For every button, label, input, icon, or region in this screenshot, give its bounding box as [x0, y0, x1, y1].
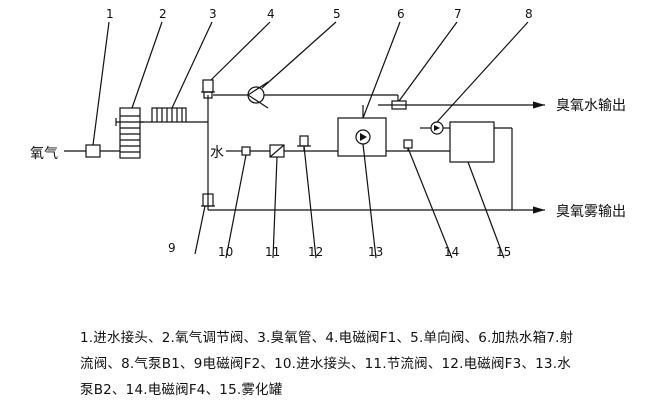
water-pump-b2 [355, 129, 371, 145]
num-1: 1 [106, 7, 114, 21]
water-inlet-connector [241, 146, 251, 156]
throttle-valve [269, 144, 285, 158]
num-14: 14 [444, 245, 459, 259]
atomizing-tank [449, 121, 495, 163]
component-legend: 1.进水接头、2.氧气调节阀、3.臭氧管、4.电磁阀F1、5.单向阀、6.加热水… [80, 325, 620, 403]
num-11: 11 [265, 245, 280, 259]
air-pump-b1 [430, 121, 444, 135]
legend-line-3: 泵B2、14.电磁阀F4、15.雾化罐 [80, 382, 283, 398]
num-2: 2 [159, 7, 167, 21]
solenoid-valve-f1 [201, 79, 215, 99]
legend-line-2: 流阀、8.气泵B1、9电磁阀F2、10.进水接头、11.节流阀、12.电磁阀F3… [80, 356, 571, 372]
num-9: 9 [168, 241, 176, 255]
heated-water-tank [337, 117, 387, 157]
ozone-tube [151, 107, 187, 123]
water-label: 水 [210, 145, 224, 161]
solenoid-valve-f2 [201, 193, 215, 207]
num-3: 3 [209, 7, 217, 21]
num-4: 4 [267, 7, 275, 21]
ozone-water-output-label: 臭氧水输出 [556, 98, 626, 114]
oxygen-label: 氧气 [30, 146, 58, 162]
num-12: 12 [308, 245, 323, 259]
oxygen-regulator-valve [115, 107, 144, 159]
inlet-connector-1 [85, 144, 101, 158]
num-15: 15 [496, 245, 511, 259]
num-13: 13 [368, 245, 383, 259]
process-diagram: 氧气 臭氧水输出 [30, 7, 626, 259]
num-8: 8 [525, 7, 533, 21]
num-6: 6 [397, 7, 405, 21]
legend-line-1: 1.进水接头、2.氧气调节阀、3.臭氧管、4.电磁阀F1、5.单向阀、6.加热水… [80, 330, 574, 346]
num-5: 5 [333, 7, 341, 21]
ozone-mist-output-label: 臭氧雾输出 [556, 204, 626, 220]
num-7: 7 [454, 7, 462, 21]
leader-lines [92, 21, 529, 259]
num-10: 10 [218, 245, 233, 259]
